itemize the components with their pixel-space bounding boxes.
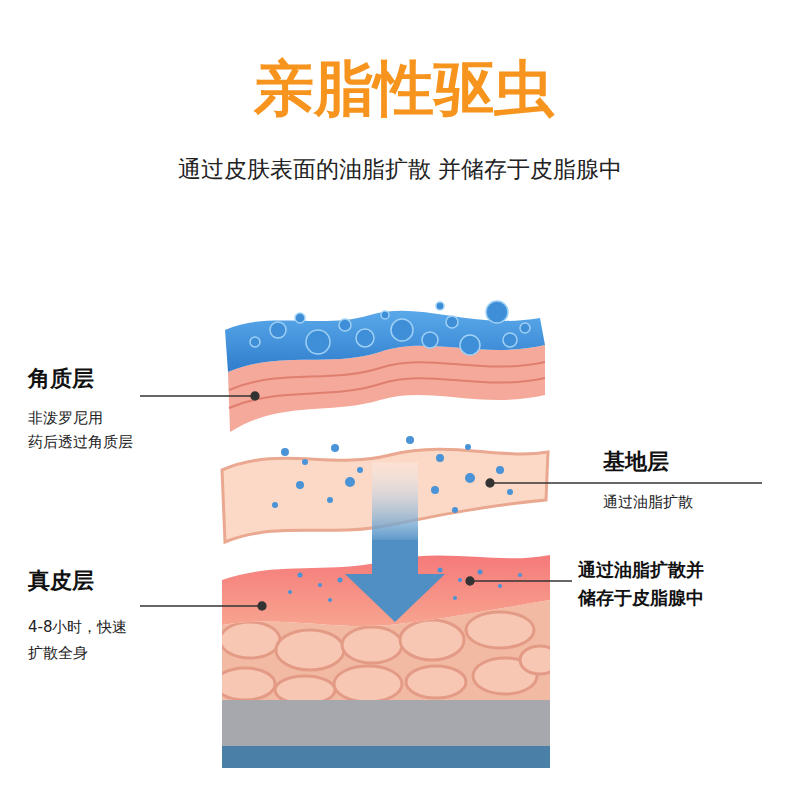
fat-layer (222, 700, 550, 746)
leader-line (470, 580, 572, 581)
drug-dot (438, 568, 443, 573)
drug-dot (328, 598, 332, 602)
tissue-cell (406, 666, 466, 698)
leader-dot (251, 392, 259, 400)
drug-bubble (339, 319, 351, 331)
tissue-cell (342, 627, 402, 663)
drug-dot (498, 584, 502, 588)
arrow-head (345, 574, 445, 622)
drug-dot (281, 448, 289, 456)
corneum-stripe (229, 378, 545, 408)
callout-note: 通过油脂扩散并 储存于皮脂腺中 (578, 556, 728, 612)
layer-name: 真皮层 (28, 566, 94, 596)
drug-dot (327, 497, 333, 503)
drug-dot (458, 578, 462, 582)
tissue-cell (334, 666, 402, 702)
drug-dot (357, 467, 363, 473)
drug-bubbles (250, 301, 530, 355)
drug-dot (431, 486, 439, 494)
drug-bubble (381, 311, 389, 319)
layer-note: 通过油脂扩散 (603, 491, 693, 513)
tissue-cell (520, 646, 560, 674)
leader-dot (466, 577, 474, 585)
drug-bubble (446, 316, 458, 328)
drug-dot (345, 477, 355, 487)
drug-dot (518, 573, 522, 577)
drug-dot (302, 459, 308, 465)
drug-bubble (356, 329, 374, 347)
drug-bubble (270, 322, 286, 338)
drug-bubble (520, 323, 530, 333)
drug-dot (288, 590, 292, 594)
drug-dot (507, 489, 513, 495)
cell-pattern (215, 612, 560, 704)
drug-dot (296, 481, 304, 489)
drug-dot (465, 444, 471, 450)
subtitle: 通过皮肤表面的油脂扩散 并储存于皮脂腺中 (150, 148, 650, 190)
drug-dot (338, 578, 343, 583)
layer-name: 基地层 (603, 447, 669, 477)
drug-bubble (295, 313, 305, 323)
leader-dot (486, 479, 494, 487)
drug-dot (331, 444, 339, 452)
basal-layer (222, 449, 548, 542)
drug-dot (496, 466, 504, 474)
title: 亲脂性驱虫 (4, 48, 800, 128)
drug-bubble (460, 335, 480, 355)
drug-dot (452, 507, 458, 513)
leader-line (140, 605, 262, 606)
drug-dot (406, 436, 414, 444)
corneum-stripe (229, 362, 545, 390)
arrow-beam (372, 462, 418, 542)
drug-dot (465, 473, 475, 483)
drug-dot (453, 596, 457, 600)
base-layer (222, 746, 550, 768)
tissue-cell (215, 668, 275, 700)
tissue-cell (275, 676, 335, 704)
drug-dot (318, 583, 322, 587)
layer-note: 非泼罗尼用 药后透过角质层 (28, 406, 153, 454)
drug-bubble (422, 332, 438, 348)
drug-dot (436, 454, 444, 462)
drug-bubble (436, 302, 444, 310)
tissue-cell (220, 622, 280, 658)
tissue-cell (466, 612, 534, 648)
drug-bubble (250, 337, 260, 347)
leader-line (140, 395, 255, 396)
drug-dot (478, 570, 483, 575)
tissue-cell (400, 620, 464, 660)
arrow-shaft (372, 540, 418, 576)
drug-dot (298, 573, 303, 578)
leader-dot (258, 602, 266, 610)
layer-note: 4-8小时，快速 扩散全身 (28, 614, 153, 666)
leader-line (490, 482, 762, 483)
drug-bubble (503, 333, 517, 347)
layer-name: 角质层 (28, 364, 94, 394)
drug-dot (272, 502, 278, 508)
drug-bubble (306, 330, 330, 354)
tissue-cell (276, 630, 344, 670)
drug-bubble (486, 301, 508, 323)
drug-bubble (391, 319, 413, 341)
